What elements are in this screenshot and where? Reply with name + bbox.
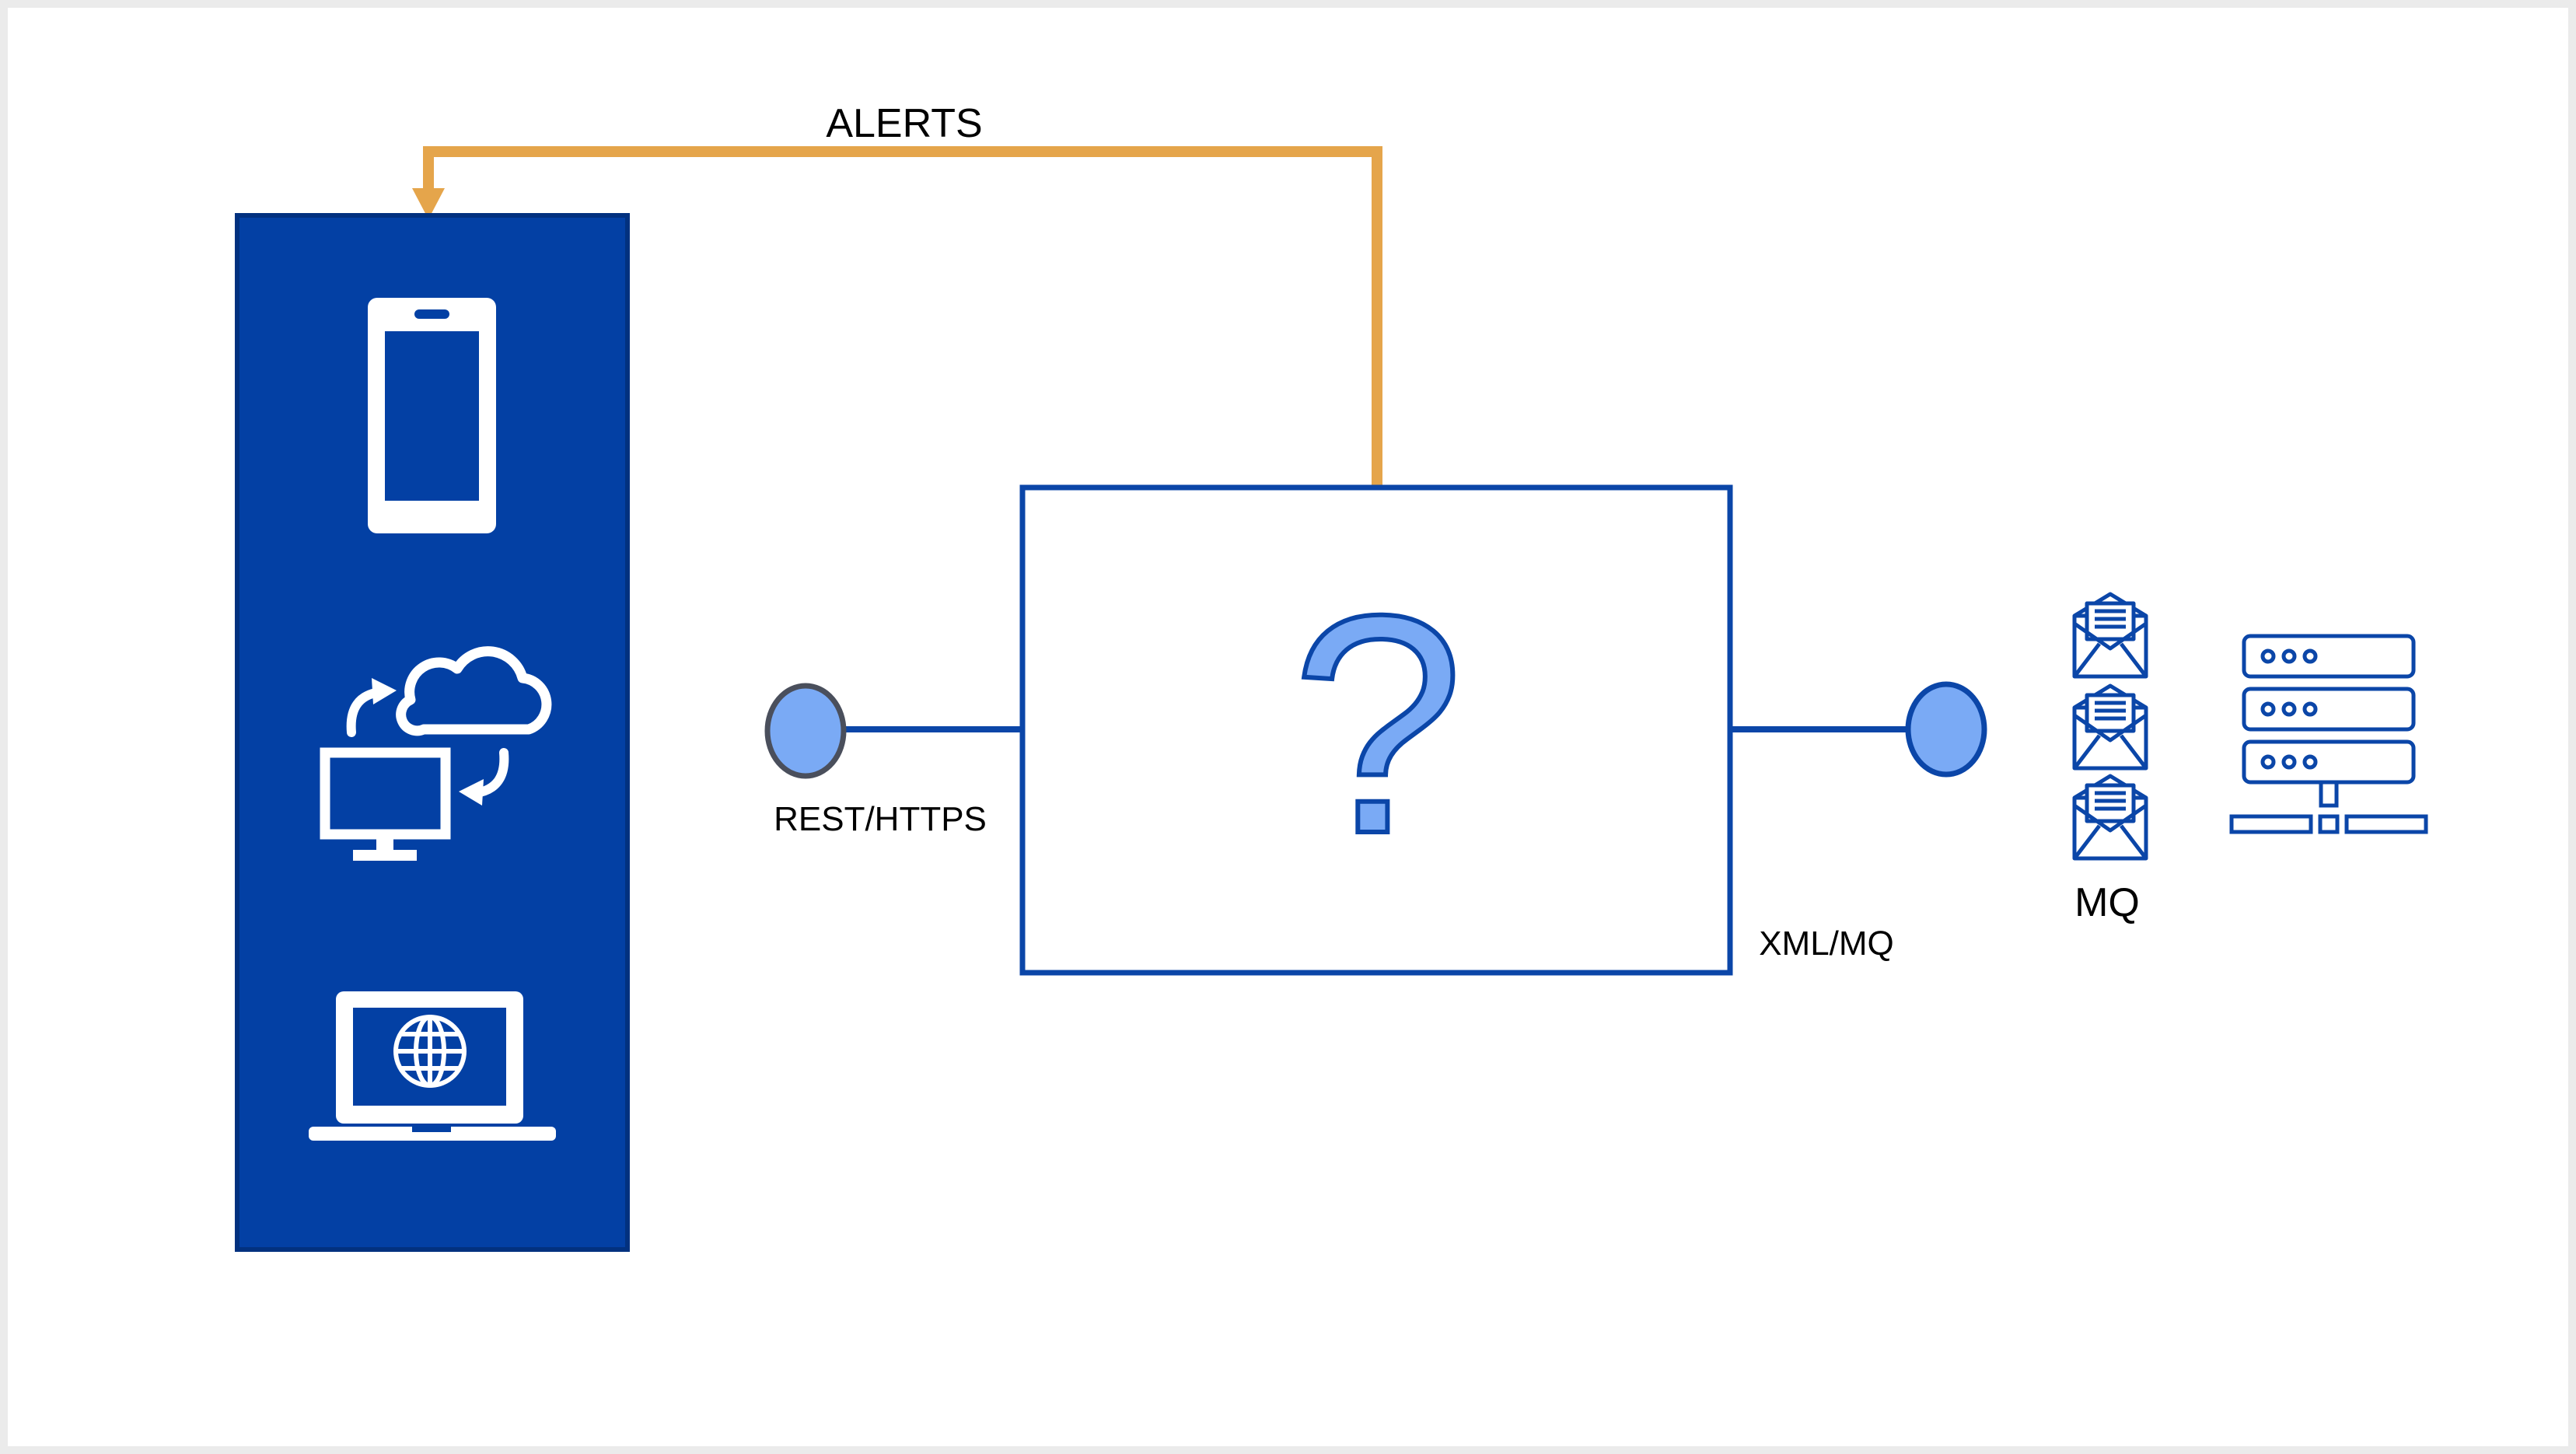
- cloud-sync-monitor-icon: [320, 646, 552, 861]
- mq-label: MQ: [2074, 880, 2140, 925]
- envelope-icon: [2072, 592, 2148, 679]
- server-rack-icon: [2229, 634, 2428, 834]
- xml-mq-label: XML/MQ: [1759, 924, 1894, 963]
- envelope-icon: [2072, 774, 2148, 861]
- mq-endpoint-node: [1905, 681, 1987, 778]
- rest-endpoint-node: [764, 683, 847, 779]
- mq-envelope-stack: [2072, 592, 2148, 861]
- rest-label: REST/HTTPS: [774, 800, 987, 838]
- envelope-icon: [2072, 683, 2148, 771]
- alerts-arrowhead: [412, 188, 445, 219]
- question-mark-symbol: ?: [1291, 550, 1464, 898]
- smartphone-icon: [368, 298, 496, 533]
- laptop-globe-icon: [309, 991, 556, 1141]
- unknown-system-box: [1019, 484, 1733, 976]
- alerts-arrow: [412, 146, 1382, 488]
- alerts-label: ALERTS: [826, 101, 982, 146]
